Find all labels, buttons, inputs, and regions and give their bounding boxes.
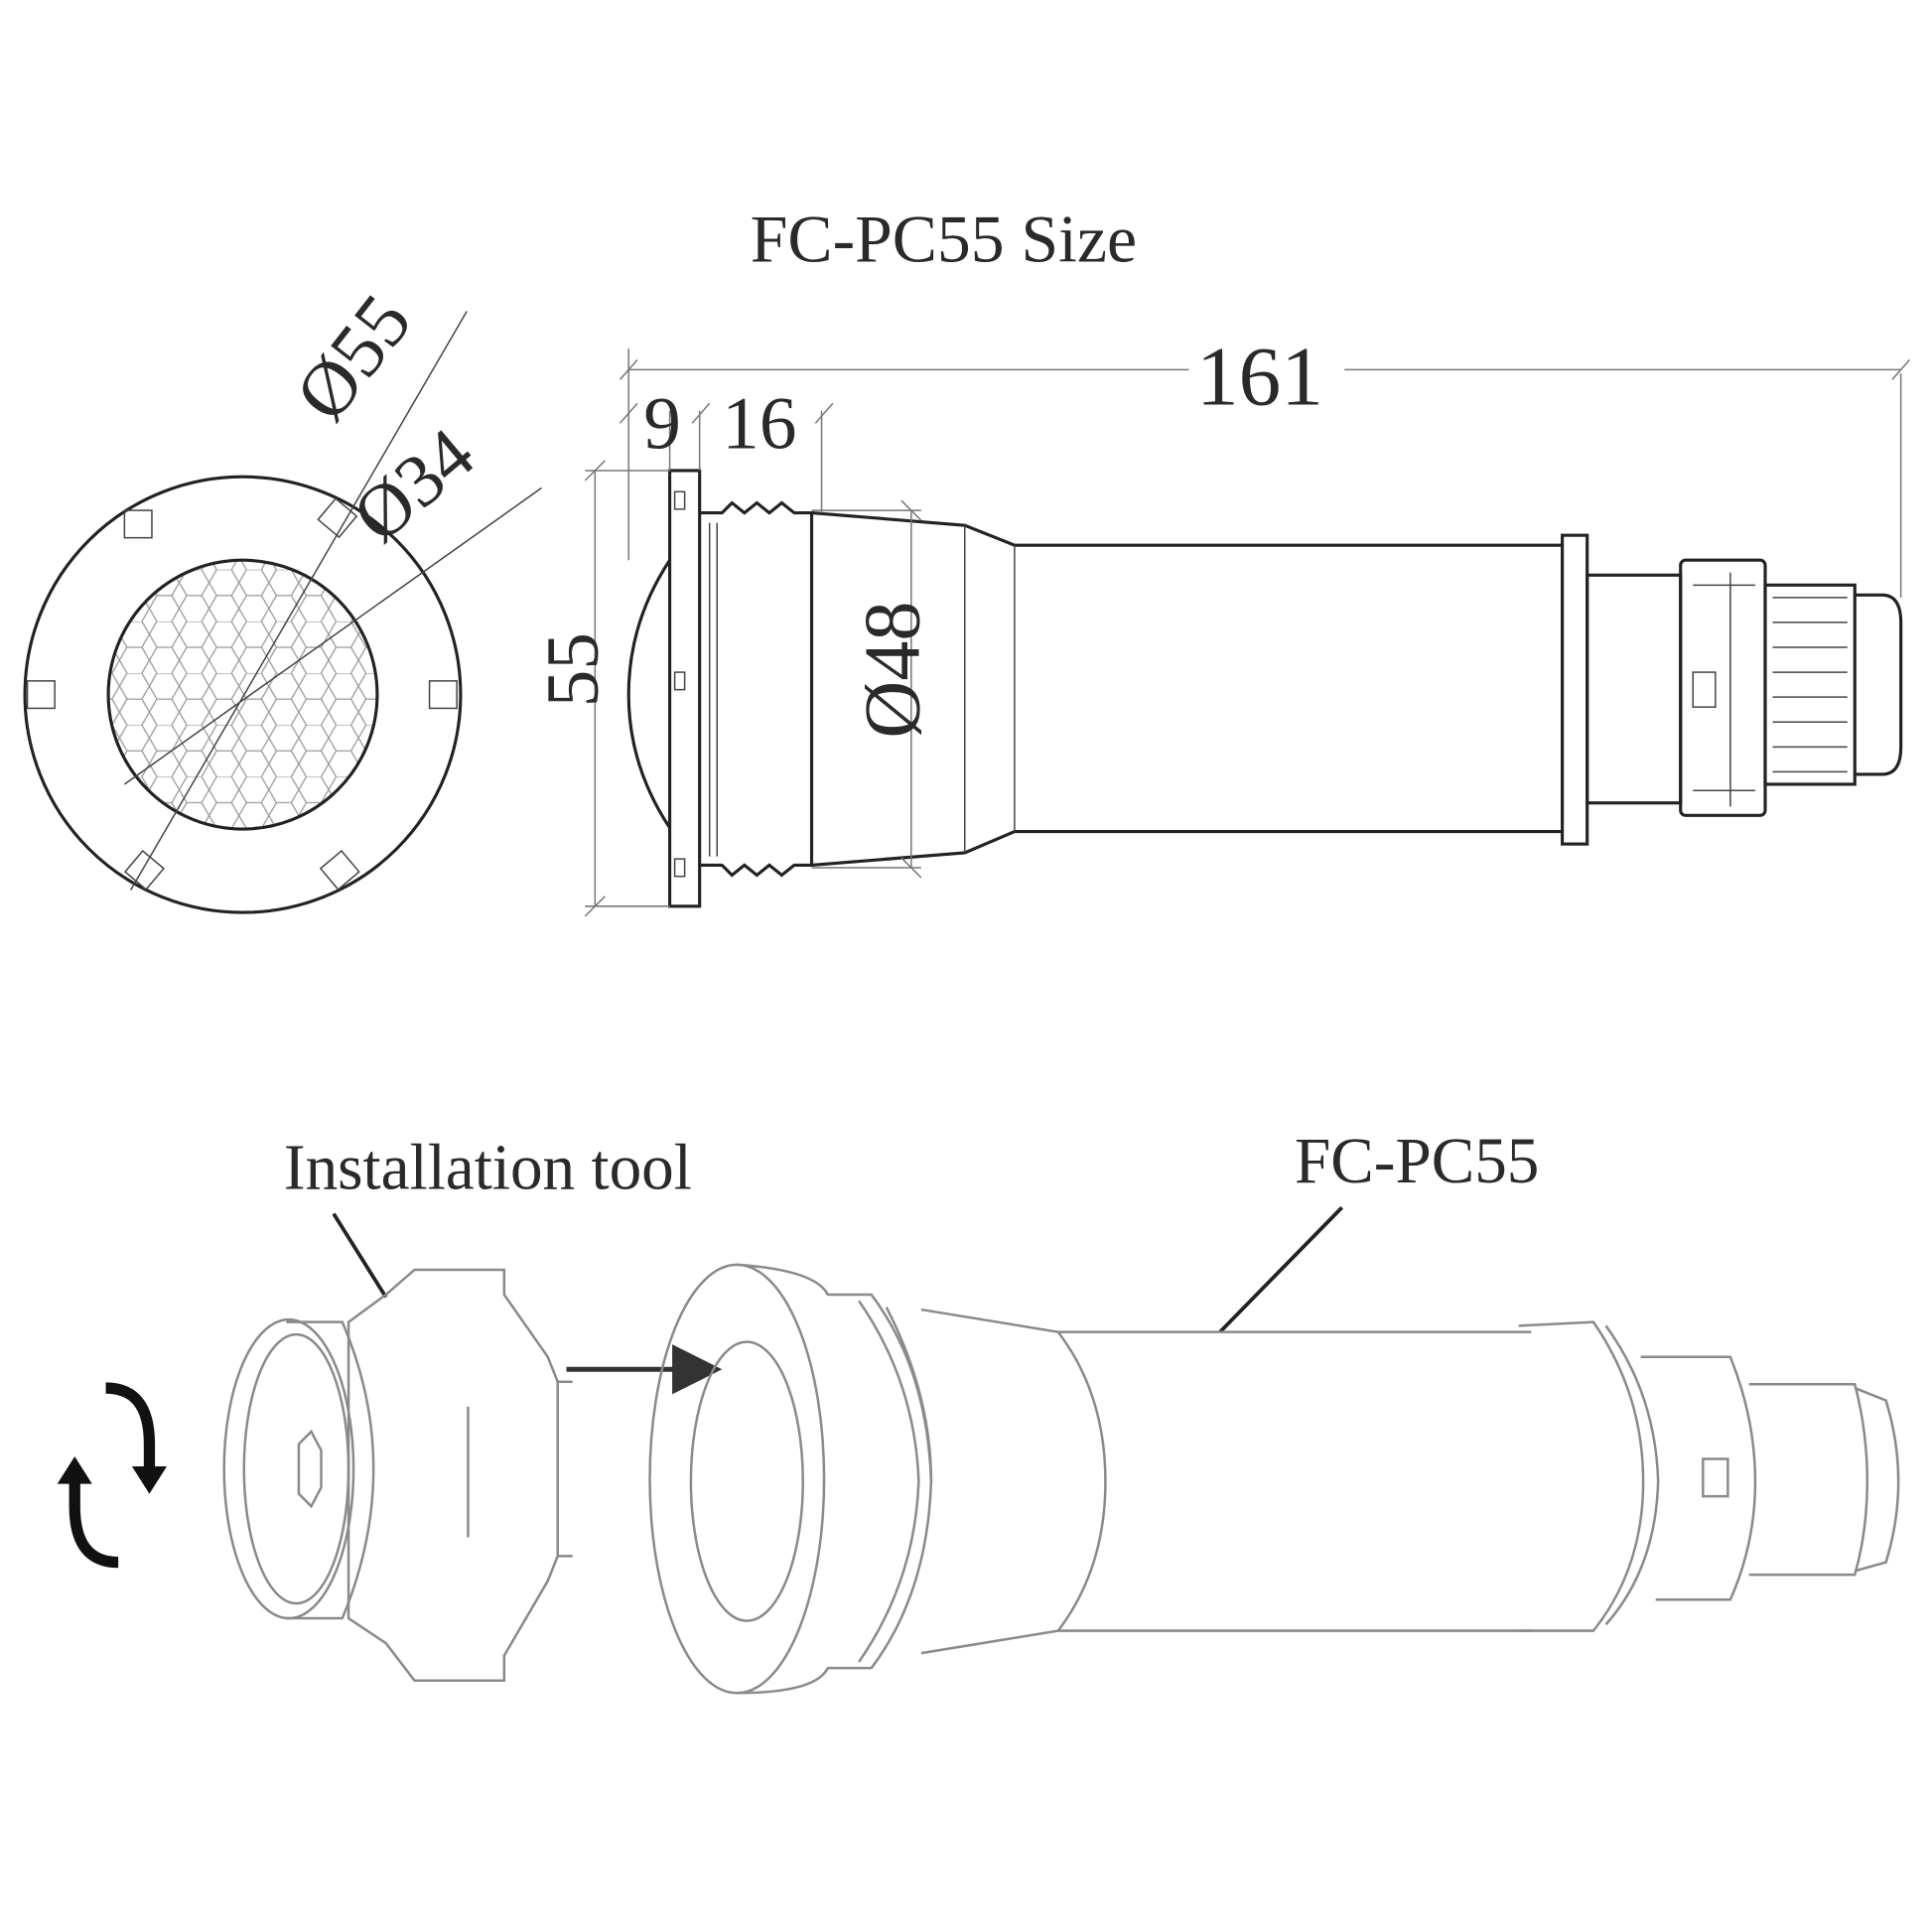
fixture-assembly [648,1263,1900,1695]
front-view: Ø55 Ø34 [23,279,542,914]
outer-diameter-label: Ø55 [279,279,428,436]
drawing-title: FC-PC55 Size [751,202,1137,276]
product-label: FC-PC55 [1295,1126,1539,1197]
thread-length-label: 16 [722,382,796,465]
total-length-label: 161 [1196,331,1323,424]
body-diameter-label: Ø48 [848,601,936,738]
rotate-icon [57,1382,168,1569]
inner-diameter-label: Ø34 [339,413,490,559]
side-view: 161 9 16 55 Ø48 [532,331,1910,917]
installation-tool-label: Installation tool [284,1132,692,1203]
flange-thickness-label: 9 [643,382,681,465]
installation-tool [222,1268,573,1682]
assembly-view: Installation tool FC-PC55 [57,1126,1900,1695]
height-label: 55 [532,632,615,707]
